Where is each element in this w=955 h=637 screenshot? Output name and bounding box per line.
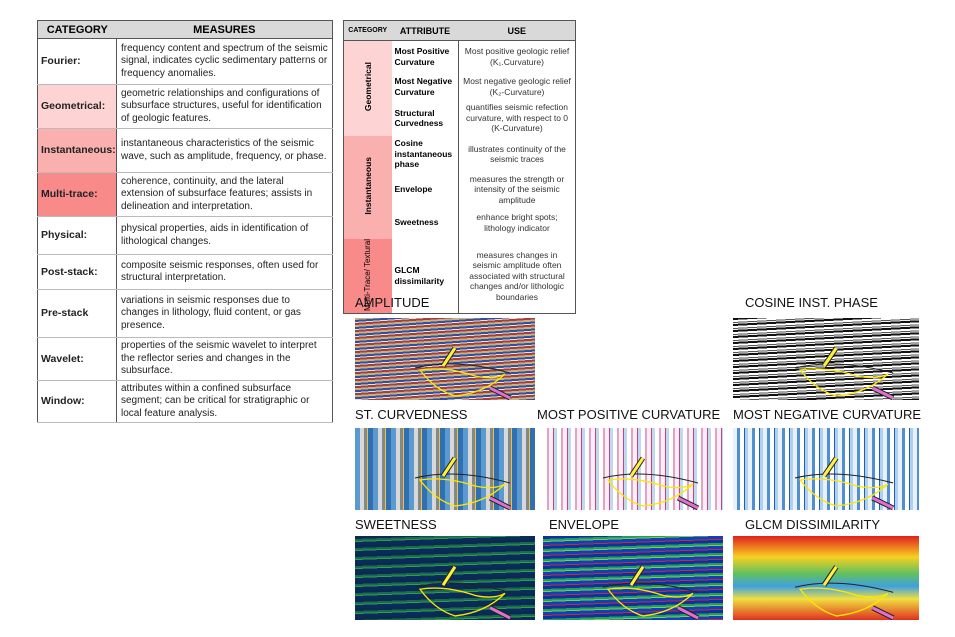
table-row: Sweetness enhance bright spots; lithology… (344, 206, 576, 239)
cosine-image (733, 318, 919, 400)
table-row: Envelope measures the strength or intensi… (344, 172, 576, 207)
table-row: Instantaneous:instantaneous characterist… (37, 128, 333, 173)
label-envelope: ENVELOPE (549, 517, 620, 532)
interpretation-outline-dark (794, 582, 894, 593)
label-glcm: GLCM DISSIMILARITY (745, 517, 881, 532)
curvedness-image (355, 428, 535, 510)
header-measures: MEASURES (116, 20, 333, 39)
table-row: Physical:physical properties, aids in id… (37, 216, 333, 255)
measure-cell: attributes within a confined subsurface … (116, 380, 333, 423)
attribute-cell: GLCM dissimilarity (391, 238, 459, 314)
measure-cell: properties of the seismic wavelet to int… (116, 337, 333, 381)
measure-cell: instantaneous characteristics of the sei… (116, 128, 333, 173)
table-row: Wavelet:properties of the seismic wavele… (37, 337, 333, 381)
header-category: CATEGORY (37, 20, 117, 39)
use-cell: illustrates continuity of the seismic tr… (468, 143, 566, 165)
header-category: CATEGORY (343, 20, 392, 41)
interpretation-outline-dark (602, 473, 699, 484)
envelope-image (543, 536, 723, 620)
label-mpc: MOST POSITIVE CURVATURE (537, 407, 721, 422)
amplitude-image (355, 318, 535, 400)
attribute-cell: Most Negative Curvature (391, 72, 459, 101)
interpretation-outline-dark (602, 582, 699, 593)
glcm-image (733, 536, 919, 620)
group-cell: Multi-Trace/ Textural (343, 238, 392, 314)
label-mnc: MOST NEGATIVE CURVATURE (733, 407, 922, 422)
label-cosine: COSINE INST. PHASE (745, 295, 878, 310)
interpretation-outline (798, 368, 889, 397)
category-cell: Physical: (37, 216, 117, 255)
measure-cell: composite seismic responses, often used … (116, 254, 333, 290)
table-row: Fourier:frequency content and spectrum o… (37, 38, 333, 85)
measure-cell: coherence, continuity, and the lateral e… (116, 172, 333, 217)
attribute-cell: Most Positive Curvature (391, 40, 459, 73)
category-cell: Post-stack: (37, 254, 117, 290)
table-row: Multi-trace:coherence, continuity, and t… (37, 172, 333, 217)
interpretation-outline (798, 478, 889, 507)
attribute-cell: Cosine instantaneous phase (391, 135, 459, 173)
measure-cell: physical properties, aids in identificat… (116, 216, 333, 255)
category-cell: Fourier: (37, 38, 117, 85)
interpretation-outline-dark (414, 582, 511, 593)
category-cell: Wavelet: (37, 337, 117, 381)
mpc-image (543, 428, 723, 510)
interpretation-outline (418, 587, 506, 617)
interpretation-outline-dark (414, 473, 511, 484)
use-cell: Most negative geologic relief (K₂-Curvat… (463, 76, 571, 97)
measure-cell: frequency content and spectrum of the se… (116, 38, 333, 85)
group-cell: Instantaneous (343, 135, 392, 239)
measure-cell: geometric relationships and configuratio… (116, 84, 333, 129)
label-curvedness: ST. CURVEDNESS (355, 407, 468, 422)
interpretation-outline-dark (414, 363, 511, 374)
label-sweetness: SWEETNESS (355, 517, 437, 532)
interpretation-outline-dark (794, 473, 894, 484)
interpretation-outline (798, 587, 889, 617)
use-cell: measures the strength or intensity of th… (469, 173, 565, 205)
attribute-categories-table: CATEGORY MEASURES Fourier:frequency cont… (37, 20, 333, 423)
attribute-cell: Sweetness (391, 206, 459, 239)
use-cell: Most positive geologic relief (K₁.Curvat… (464, 46, 570, 67)
interpretation-outline (418, 478, 506, 507)
mnc-image (733, 428, 919, 510)
category-cell: Multi-trace: (37, 172, 117, 217)
header-use: USE (458, 20, 576, 41)
group-cell: Geometrical (343, 40, 392, 136)
table-row: Geometrical:geometric relationships and … (37, 84, 333, 129)
category-cell: Geometrical: (37, 84, 117, 129)
use-cell: measures changes in seismic amplitude of… (469, 249, 565, 302)
use-cell: enhance bright spots; lithology indicato… (476, 212, 558, 233)
category-cell: Instantaneous: (37, 128, 117, 173)
attribute-cell: Structural Curvedness (391, 100, 459, 136)
label-amplitude: AMPLITUDE (355, 295, 430, 310)
header-attribute: ATTRIBUTE (391, 20, 459, 41)
measure-cell: variations in seismic responses due to c… (116, 289, 333, 338)
sweetness-image (355, 536, 535, 620)
interpretation-outline (418, 368, 506, 397)
category-cell: Window: (37, 380, 117, 423)
interpretation-outline (606, 587, 694, 617)
use-cell: quantifies seismic refection curvature, … (465, 102, 569, 134)
table-row: Post-stack:composite seismic responses, … (37, 254, 333, 290)
attribute-cell: Envelope (391, 172, 459, 207)
table-row: Window:attributes within a confined subs… (37, 380, 333, 423)
category-cell: Pre-stack (37, 289, 117, 338)
interpretation-outline-dark (794, 363, 894, 374)
interpretation-outline (606, 478, 694, 507)
